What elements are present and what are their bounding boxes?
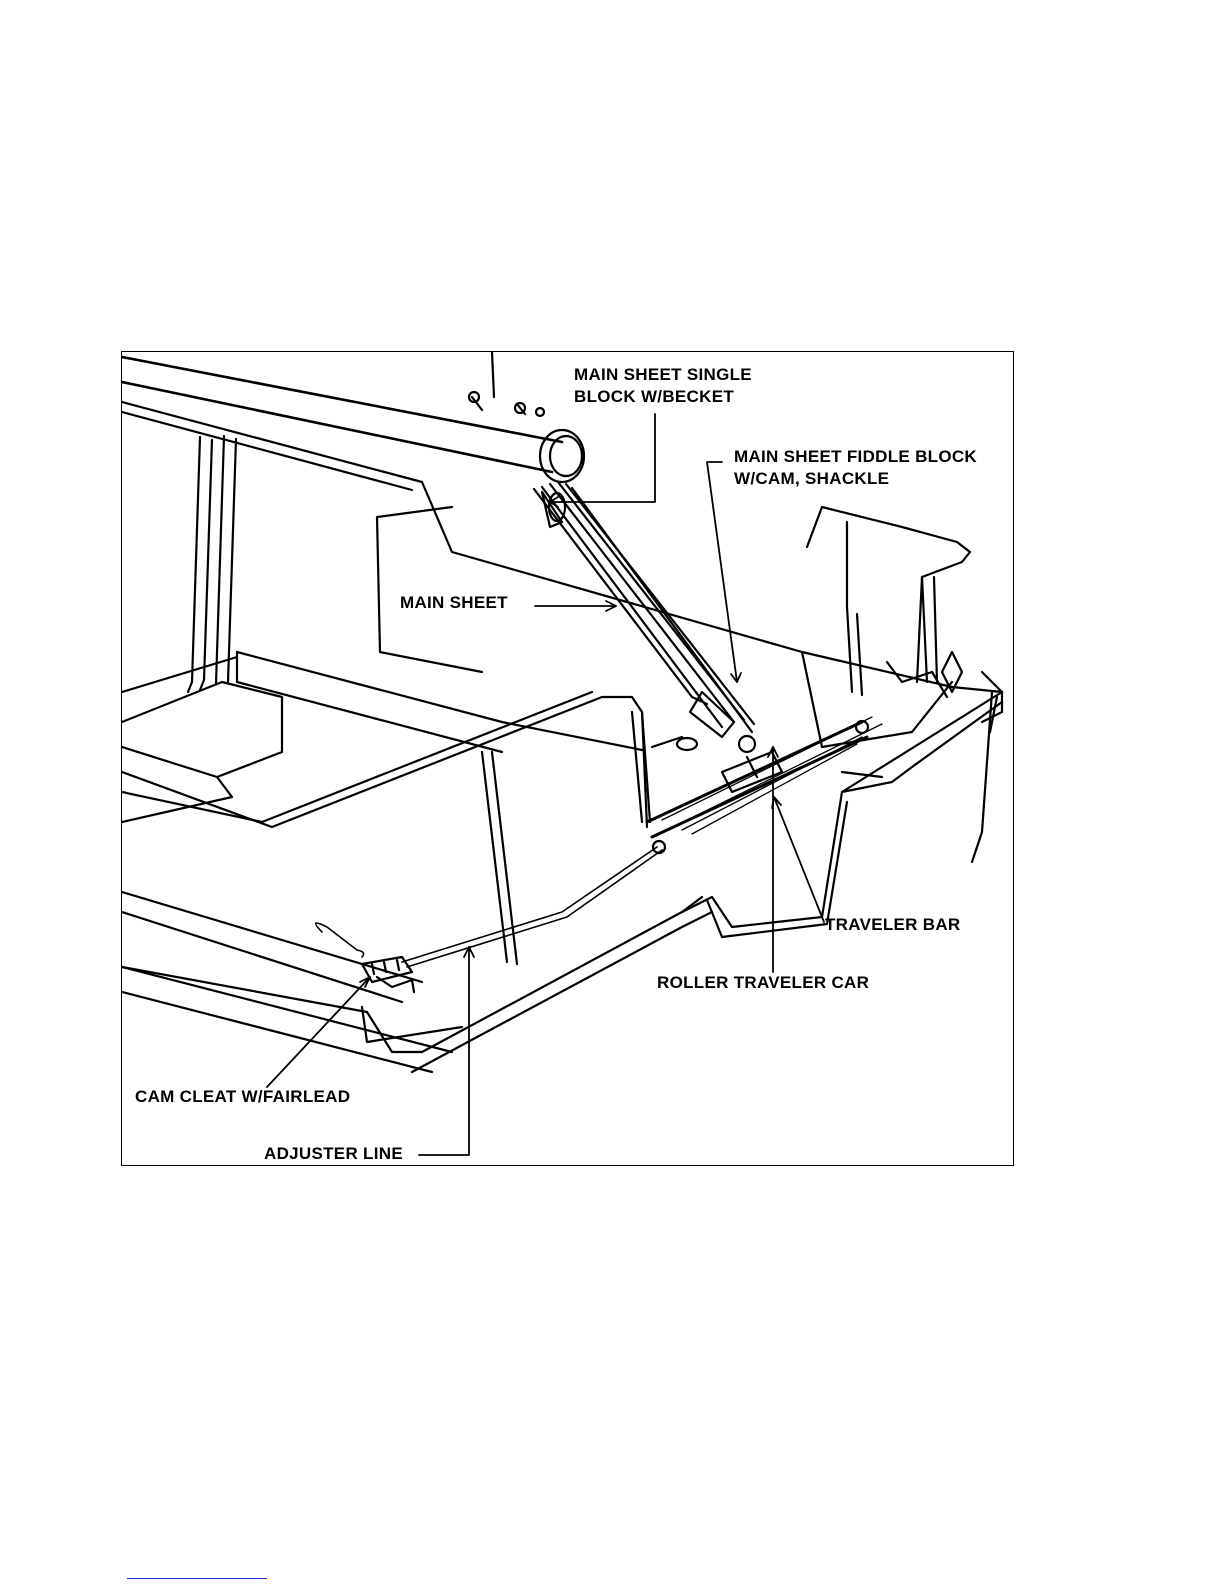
label-adjuster-line: ADJUSTER LINE bbox=[264, 1143, 403, 1165]
label-line: W/CAM, SHACKLE bbox=[734, 468, 977, 490]
label-traveler-bar: TRAVELER BAR bbox=[825, 914, 961, 936]
label-line: BLOCK W/BECKET bbox=[574, 386, 752, 408]
boat-rigging-diagram: MAIN SHEET SINGLE BLOCK W/BECKET MAIN SH… bbox=[121, 351, 1014, 1166]
label-roller-traveler-car: ROLLER TRAVELER CAR bbox=[657, 972, 869, 994]
label-cam-cleat: CAM CLEAT W/FAIRLEAD bbox=[135, 1086, 350, 1108]
label-line: MAIN SHEET SINGLE bbox=[574, 364, 752, 386]
label-main-sheet: MAIN SHEET bbox=[400, 592, 508, 614]
label-line: MAIN SHEET FIDDLE BLOCK bbox=[734, 446, 977, 468]
footer-link-underline[interactable] bbox=[127, 1578, 267, 1579]
label-main-sheet-single-block: MAIN SHEET SINGLE BLOCK W/BECKET bbox=[574, 364, 752, 408]
label-main-sheet-fiddle-block: MAIN SHEET FIDDLE BLOCK W/CAM, SHACKLE bbox=[734, 446, 977, 490]
